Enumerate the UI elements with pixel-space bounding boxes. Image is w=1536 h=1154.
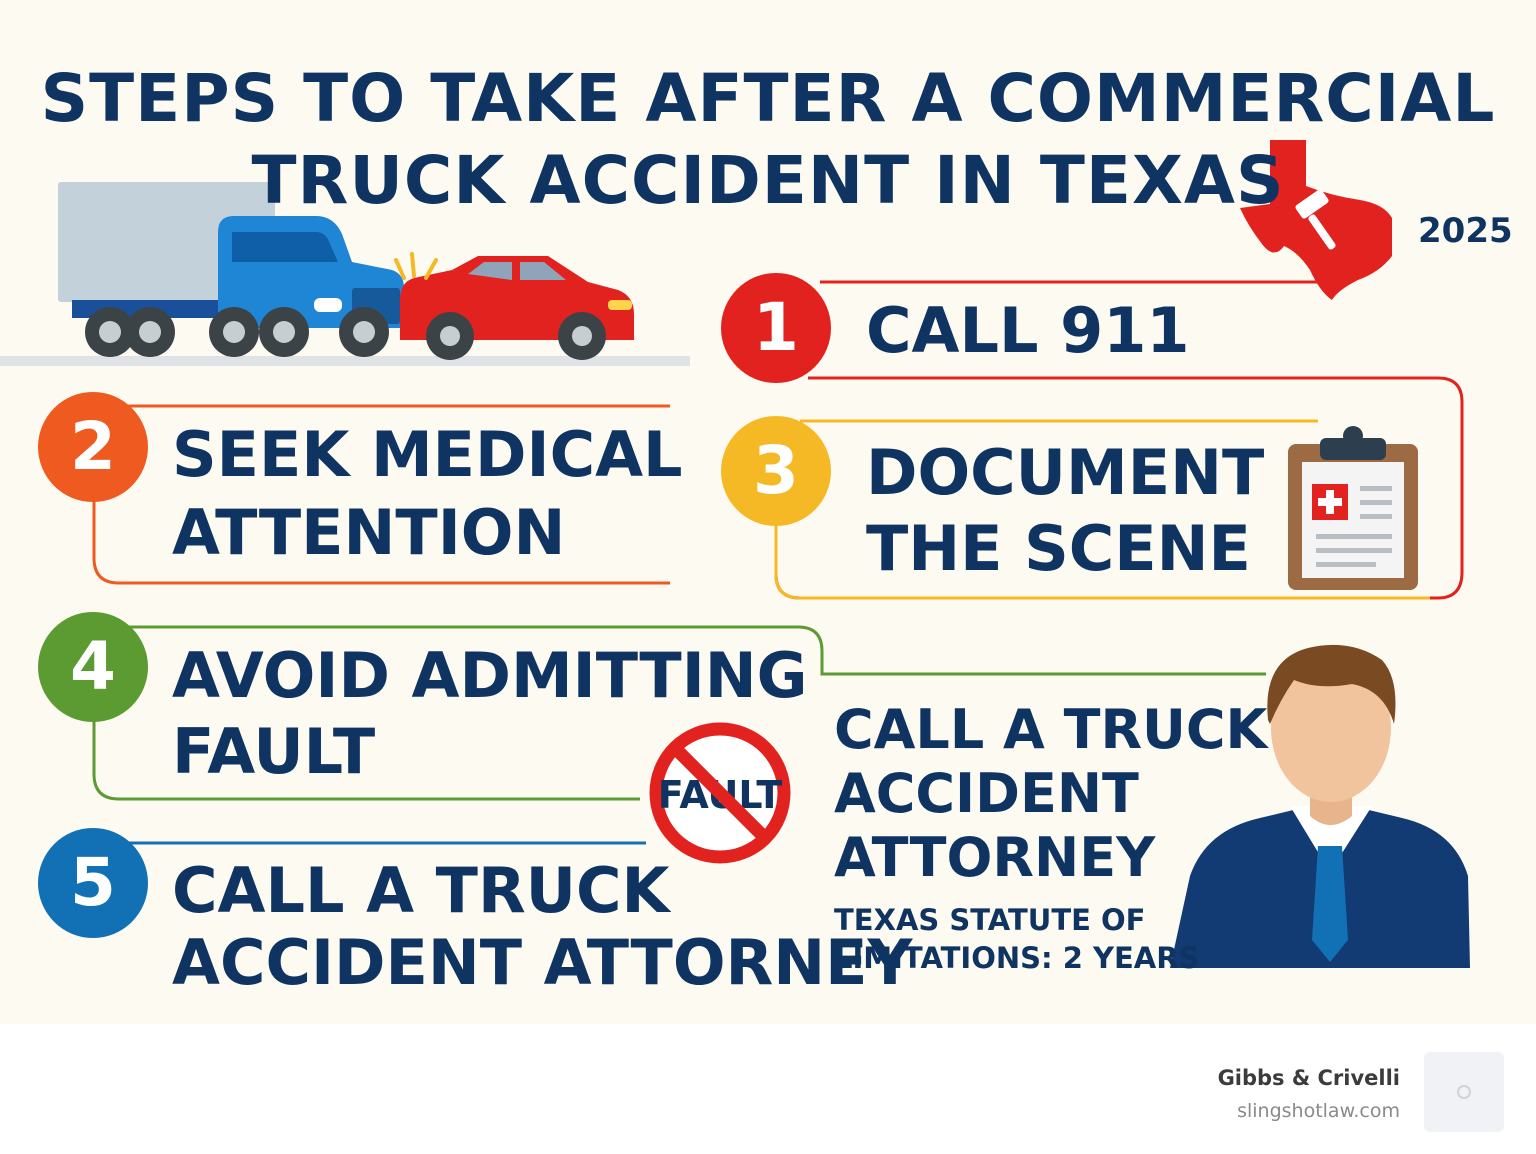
step-4-title-line-2: FAULT: [172, 715, 376, 788]
connector-step2: [92, 404, 670, 585]
statute-note-line-1: TEXAS STATUTE OF: [834, 903, 1146, 937]
attorney-title-line-2: ACCIDENT: [834, 762, 1139, 825]
step-5-number: 5: [38, 828, 148, 938]
step-2-title-line-1: SEEK MEDICAL: [172, 418, 683, 491]
infographic: FAULT STEPS TO TAKE AFTER A COMMERCIAL T…: [0, 0, 1536, 1024]
step-4-number: 4: [38, 612, 148, 722]
attorney-icon: [1170, 644, 1470, 968]
footer-logo-icon: [1424, 1052, 1504, 1132]
step-4-title-line-1: AVOID ADMITTING: [172, 639, 808, 712]
gavel-icon: [1295, 189, 1336, 250]
title-line-2: TRUCK ACCIDENT IN TEXAS: [251, 142, 1285, 219]
texas-map-icon: [1240, 140, 1392, 300]
clipboard-icon: [1288, 426, 1418, 590]
road: [0, 356, 690, 366]
connector-step4: [92, 625, 1266, 801]
page-title: STEPS TO TAKE AFTER A COMMERCIAL TRUCK A…: [0, 58, 1536, 222]
car-icon: [394, 252, 634, 360]
step-3-title-line-2: THE SCENE: [866, 512, 1251, 585]
step-3-title-line-1: DOCUMENT: [866, 436, 1265, 509]
step-2-number: 2: [38, 392, 148, 502]
footer-brand-name: Gibbs & Crivelli: [1217, 1066, 1400, 1090]
connector-step3: [774, 419, 1430, 600]
attorney-title-line-3: ATTORNEY: [834, 826, 1156, 889]
illustration-layer: FAULT: [0, 140, 1470, 968]
logo-mark-icon: [1457, 1085, 1471, 1099]
statute-note-line-2: LIMITATIONS: 2 YEARS: [834, 941, 1200, 975]
year-label: 2025: [1418, 211, 1513, 251]
footer-site-link[interactable]: slingshotlaw.com: [1237, 1100, 1400, 1122]
step-2-title-line-2: ATTENTION: [172, 496, 566, 569]
step-1-number: 1: [721, 273, 831, 383]
title-line-1: STEPS TO TAKE AFTER A COMMERCIAL: [40, 60, 1496, 137]
step-3-number: 3: [721, 416, 831, 526]
step-1-title: CALL 911: [866, 294, 1190, 367]
impact-lines: [394, 252, 438, 280]
truck-icon: [58, 182, 404, 357]
attorney-title-line-1: CALL A TRUCK: [834, 698, 1268, 761]
step-5-title-line-1: CALL A TRUCK: [172, 854, 670, 927]
connector-lines: [92, 280, 1464, 845]
step-5-title-line-2: ACCIDENT ATTORNEY: [172, 926, 913, 999]
no-sign-icon: FAULT: [649, 722, 791, 864]
